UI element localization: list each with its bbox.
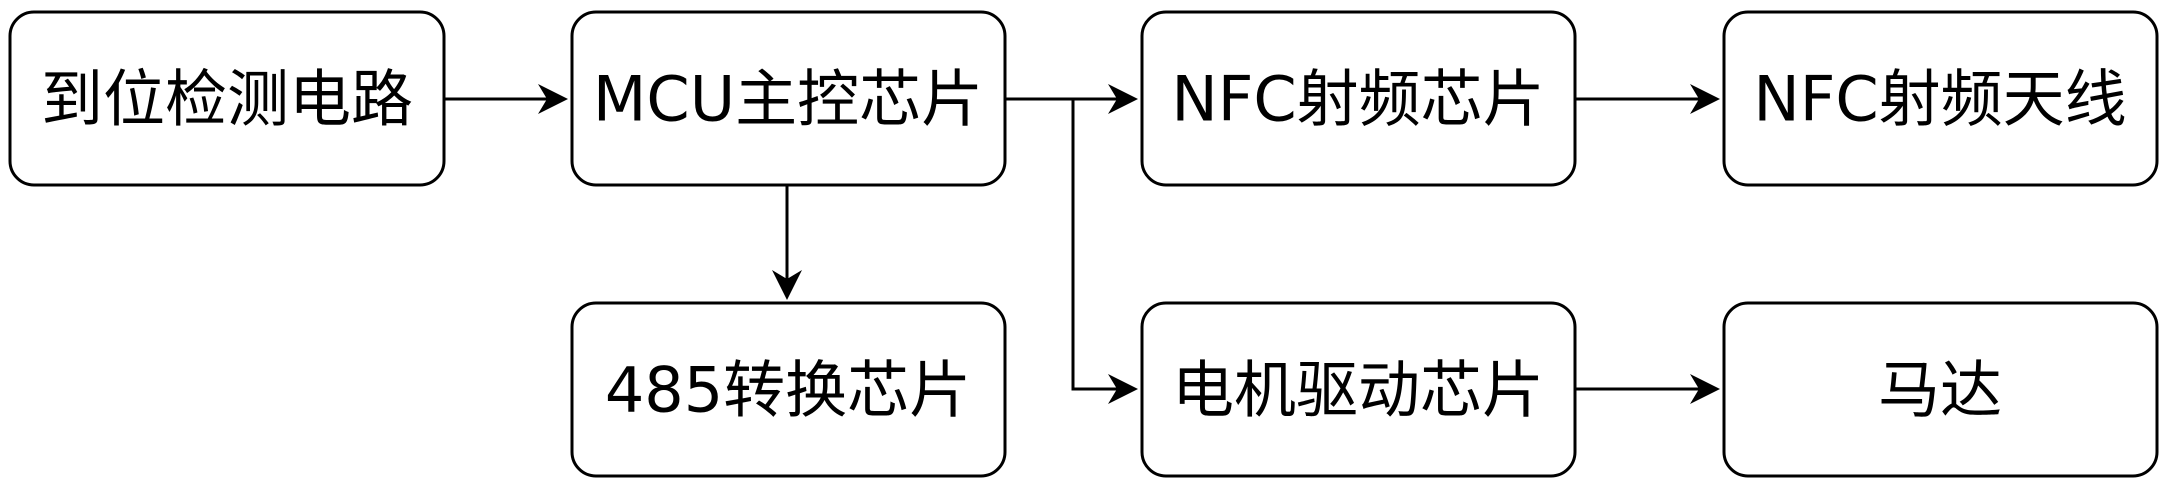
edges [444, 84, 1720, 404]
node-rs485-chip-label: 485转换芯片 [605, 354, 971, 427]
node-motor-driver-chip: 电机驱动芯片 [1140, 301, 1577, 478]
node-nfc-chip: NFC射频芯片 [1140, 10, 1577, 187]
node-detect-circuit-label: 到位检测电路 [41, 63, 413, 136]
node-nfc-antenna: NFC射频天线 [1722, 10, 2159, 187]
node-nfc-chip-label: NFC射频芯片 [1171, 63, 1544, 136]
node-motor-driver-chip-label: 电机驱动芯片 [1172, 354, 1544, 427]
node-rs485-chip: 485转换芯片 [570, 301, 1007, 478]
node-mcu-chip-label: MCU主控芯片 [593, 63, 983, 136]
node-mcu-chip: MCU主控芯片 [570, 10, 1007, 187]
node-motor: 马达 [1722, 301, 2159, 478]
node-detect-circuit: 到位检测电路 [8, 10, 446, 187]
node-motor-label: 马达 [1878, 354, 2002, 427]
node-nfc-antenna-label: NFC射频天线 [1753, 63, 2126, 136]
edge-mcu-to-motor-driver [1071, 99, 1138, 404]
